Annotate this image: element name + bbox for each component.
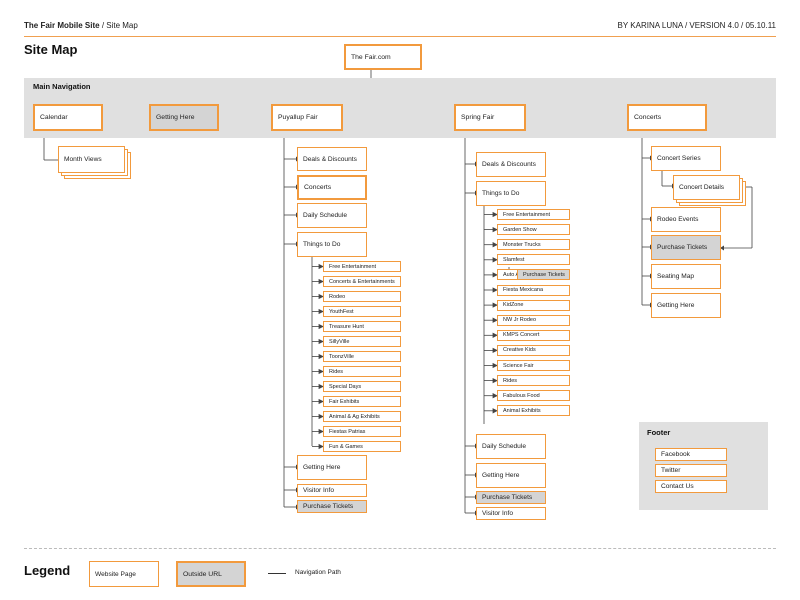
spring-thing-9[interactable]: Creative Kids bbox=[497, 344, 570, 356]
legend-outside-url: Outside URL bbox=[176, 561, 246, 587]
nav-spring-fair[interactable]: Spring Fair bbox=[454, 104, 526, 131]
spring-thing-8[interactable]: KMPS Concert bbox=[497, 329, 570, 341]
puyallup-thing-arrow-1 bbox=[318, 278, 324, 285]
footer-label: Footer bbox=[647, 428, 671, 437]
puyallup-thing-6[interactable]: ToonzVille bbox=[323, 351, 401, 362]
header-site-title: The Fair Mobile Site / Site Map bbox=[24, 21, 138, 30]
nav-concerts[interactable]: Concerts bbox=[627, 104, 707, 131]
nav-puyallup-fair[interactable]: Puyallup Fair bbox=[271, 104, 343, 131]
footer-facebook[interactable]: Facebook bbox=[655, 448, 727, 461]
legend-website-page: Website Page bbox=[89, 561, 159, 587]
puyallup-thing-4[interactable]: Treasure Hunt bbox=[323, 321, 401, 332]
puyallup-thing-arrow-12 bbox=[318, 443, 324, 450]
puyallup-thing-2[interactable]: Rodeo bbox=[323, 291, 401, 302]
puyallup-daily-schedule[interactable]: Daily Schedule bbox=[297, 203, 367, 228]
spring-thing-arrow-6 bbox=[492, 302, 498, 308]
spring-thing-2[interactable]: Monster Trucks bbox=[497, 239, 570, 251]
spring-thing-13[interactable]: Animal Exhibits bbox=[497, 405, 570, 417]
puyallup-thing-9[interactable]: Fair Exhibits bbox=[323, 396, 401, 407]
spring-thing-arrow-2 bbox=[492, 242, 498, 248]
puyallup-thing-12[interactable]: Fun & Games bbox=[323, 441, 401, 452]
header-meta: BY KARINA LUNA / VERSION 4.0 / 05.10.11 bbox=[617, 21, 776, 30]
puyallup-thing-arrow-6 bbox=[318, 353, 324, 360]
spring-thing-3[interactable]: Slamfest bbox=[497, 254, 570, 266]
puyallup-thing-0[interactable]: Free Entertainment bbox=[323, 261, 401, 272]
spring-thing-7[interactable]: NW Jr Rodeo bbox=[497, 314, 570, 326]
legend-divider bbox=[24, 548, 776, 549]
spring-thing-5[interactable]: Fiesta Mexicana bbox=[497, 284, 570, 296]
spring-deals-discounts[interactable]: Deals & Discounts bbox=[476, 152, 546, 177]
spring-thing-arrow-5 bbox=[492, 287, 498, 293]
footer-twitter[interactable]: Twitter bbox=[655, 464, 727, 477]
spring-things-to-do[interactable]: Things to Do bbox=[476, 181, 546, 206]
spring-thing-arrow-4 bbox=[492, 272, 498, 278]
concerts-rodeo-events[interactable]: Rodeo Events bbox=[651, 207, 721, 232]
puyallup-thing-arrow-0 bbox=[318, 263, 324, 270]
spring-thing-arrow-9 bbox=[492, 347, 498, 354]
concerts-purchase-tickets[interactable]: Purchase Tickets bbox=[651, 235, 721, 260]
puyallup-concerts[interactable]: Concerts bbox=[297, 175, 367, 200]
puyallup-thing-arrow-2 bbox=[318, 293, 324, 300]
puyallup-thing-3[interactable]: YouthFest bbox=[323, 306, 401, 317]
spring-thing-arrow-10 bbox=[492, 362, 498, 369]
puyallup-getting-here[interactable]: Getting Here bbox=[297, 455, 367, 480]
puyallup-thing-11[interactable]: Fiestas Patrias bbox=[323, 426, 401, 437]
puyallup-thing-arrow-7 bbox=[318, 368, 324, 375]
spring-slamfest-purchase-tickets[interactable]: Purchase Tickets bbox=[517, 269, 570, 280]
concerts-concert-series[interactable]: Concert Series bbox=[651, 146, 721, 171]
nav-getting-here[interactable]: Getting Here bbox=[149, 104, 219, 131]
spring-thing-1[interactable]: Garden Show bbox=[497, 224, 570, 236]
puyallup-thing-arrow-3 bbox=[318, 308, 324, 315]
header-site-name: The Fair Mobile Site bbox=[24, 21, 100, 30]
puyallup-thing-8[interactable]: Special Days bbox=[323, 381, 401, 392]
spring-visitor-info[interactable]: Visitor Info bbox=[476, 507, 546, 520]
root-page[interactable]: The Fair.com bbox=[344, 44, 422, 70]
spring-thing-0[interactable]: Free Entertainment bbox=[497, 209, 570, 220]
concerts-concert-details[interactable]: Concert Details bbox=[673, 175, 740, 200]
puyallup-thing-arrow-9 bbox=[318, 398, 324, 405]
puyallup-thing-1[interactable]: Concerts & Entertainments bbox=[323, 276, 401, 287]
spring-thing-12[interactable]: Fabulous Food bbox=[497, 390, 570, 402]
legend-title: Legend bbox=[24, 563, 71, 578]
puyallup-things-to-do[interactable]: Things to Do bbox=[297, 232, 367, 257]
spring-getting-here[interactable]: Getting Here bbox=[476, 463, 546, 488]
spring-thing-arrow-7 bbox=[492, 317, 498, 323]
spring-thing-arrow-11 bbox=[492, 377, 498, 384]
spring-daily-schedule[interactable]: Daily Schedule bbox=[476, 434, 546, 459]
header-page-name: / Site Map bbox=[101, 21, 138, 30]
puyallup-thing-10[interactable]: Animal & Ag Exhibits bbox=[323, 411, 401, 422]
puyallup-deals-discounts[interactable]: Deals & Discounts bbox=[297, 147, 367, 171]
header-rule bbox=[24, 36, 776, 37]
puyallup-thing-arrow-8 bbox=[318, 383, 324, 390]
legend-navigation-line bbox=[268, 573, 286, 574]
spring-thing-arrow-8 bbox=[492, 332, 498, 338]
spring-purchase-tickets[interactable]: Purchase Tickets bbox=[476, 491, 546, 504]
spring-thing-arrow-12 bbox=[492, 393, 498, 399]
spring-thing-6[interactable]: KidZone bbox=[497, 299, 570, 311]
puyallup-thing-arrow-10 bbox=[318, 413, 324, 420]
page-title: Site Map bbox=[24, 42, 78, 57]
spring-thing-arrow-1 bbox=[492, 226, 498, 233]
main-navigation-label: Main Navigation bbox=[33, 82, 91, 91]
calendar-month-views[interactable]: Month Views bbox=[58, 146, 125, 173]
spring-thing-arrow-3 bbox=[492, 257, 498, 263]
legend-navigation-path: Navigation Path bbox=[295, 569, 341, 576]
spring-thing-arrow-0 bbox=[492, 211, 498, 218]
spring-thing-11[interactable]: Rides bbox=[497, 375, 570, 387]
puyallup-visitor-info[interactable]: Visitor Info bbox=[297, 484, 367, 497]
footer-contact-us[interactable]: Contact Us bbox=[655, 480, 727, 493]
puyallup-thing-arrow-11 bbox=[318, 428, 324, 435]
concerts-seating-map[interactable]: Seating Map bbox=[651, 264, 721, 289]
puyallup-thing-arrow-4 bbox=[318, 323, 324, 330]
puyallup-purchase-tickets[interactable]: Purchase Tickets bbox=[297, 500, 367, 513]
puyallup-thing-7[interactable]: Rides bbox=[323, 366, 401, 377]
spring-thing-10[interactable]: Science Fair bbox=[497, 360, 570, 371]
concerts-getting-here[interactable]: Getting Here bbox=[651, 293, 721, 318]
puyallup-thing-arrow-5 bbox=[318, 338, 324, 345]
spring-thing-arrow-13 bbox=[492, 408, 498, 414]
puyallup-thing-5[interactable]: SillyVille bbox=[323, 336, 401, 347]
nav-calendar[interactable]: Calendar bbox=[33, 104, 103, 131]
